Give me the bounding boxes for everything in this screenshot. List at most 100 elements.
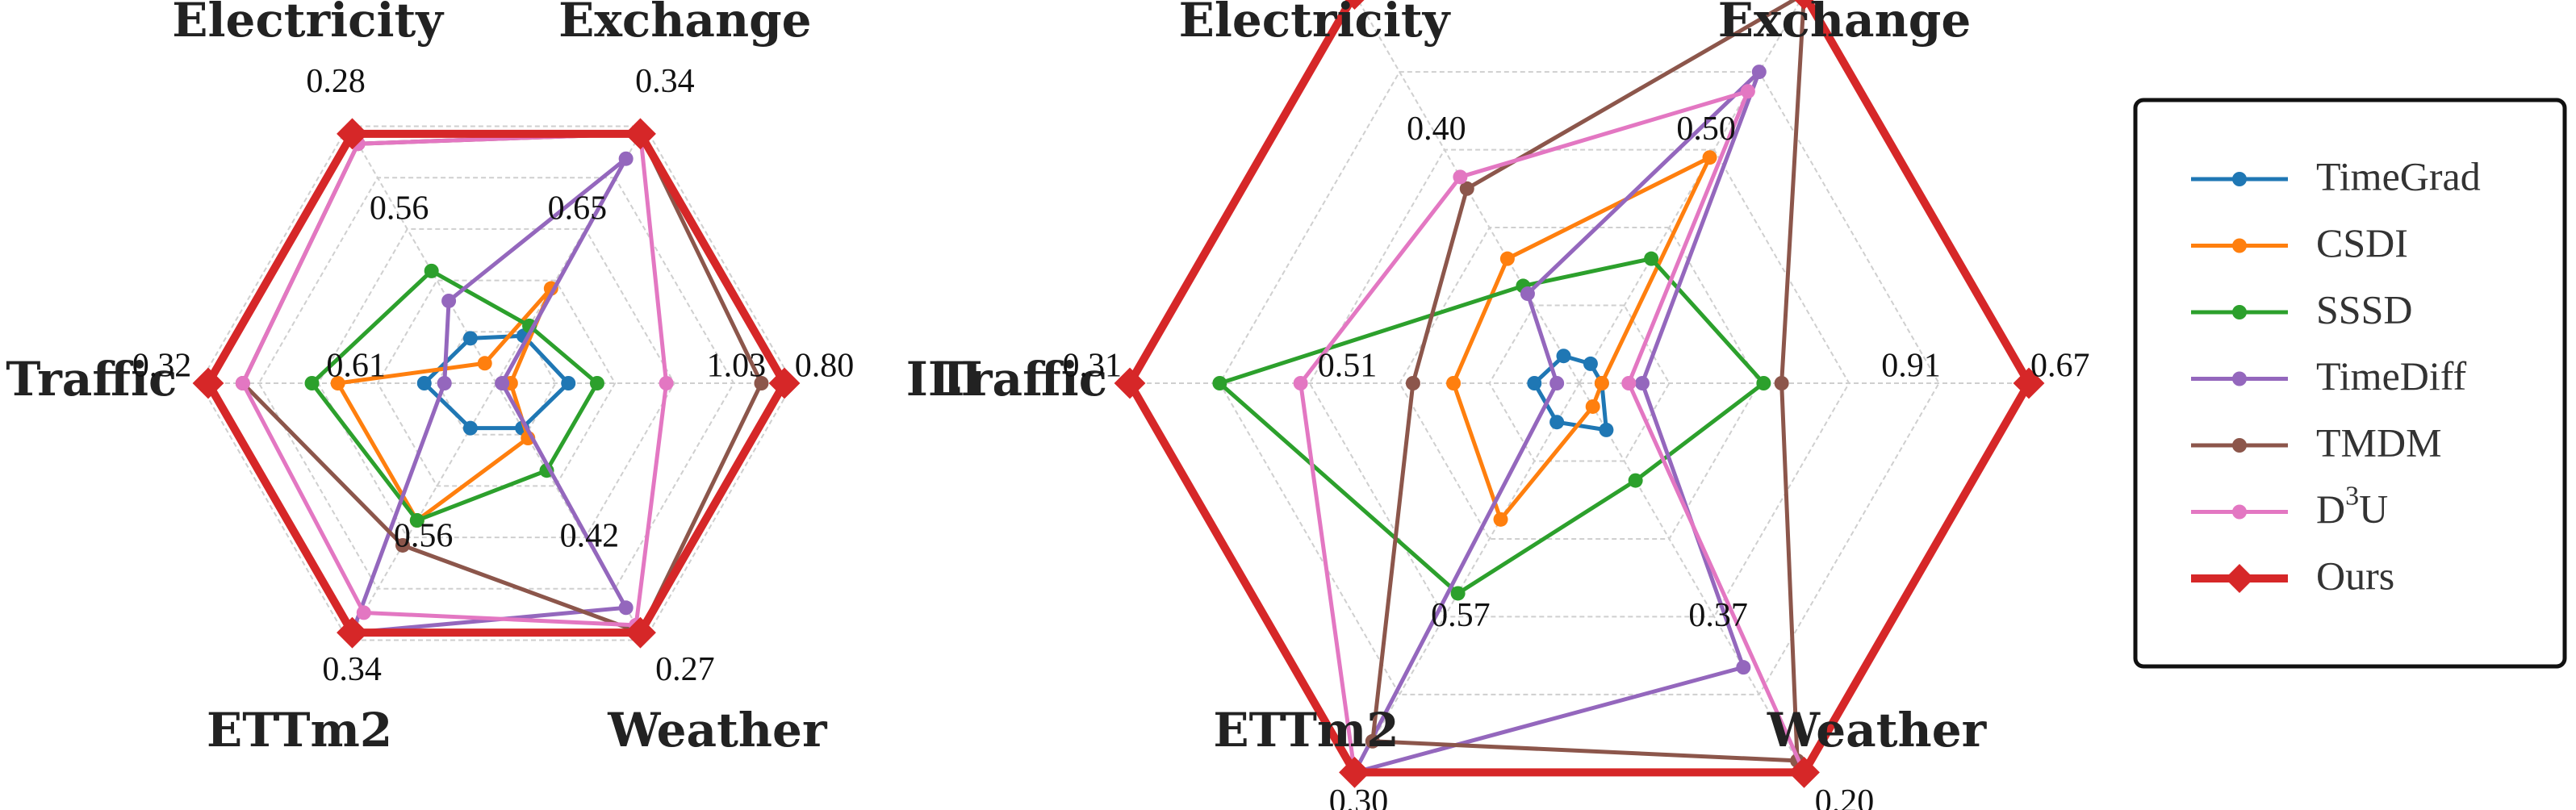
left-tick-max-exchange: 0.34 — [635, 63, 695, 100]
right-point-sssd-weather — [1628, 473, 1643, 488]
legend-label-sssd: SSSD — [2316, 286, 2413, 332]
legend-item-sssd: SSSD — [2191, 286, 2413, 332]
legend-label-timediff: TimeDiff — [2316, 353, 2467, 399]
right-point-d3u-traffic — [1293, 376, 1308, 390]
legend-marker-timediff — [2232, 371, 2247, 386]
right-point-csdi-electricity — [1499, 251, 1515, 266]
right-axis-label-electricity: Electricity — [1179, 0, 1452, 48]
left-point-tmdm-ili — [754, 376, 769, 390]
left-point-timegrad-electricity — [462, 331, 478, 346]
right-tick-max-ili: 0.67 — [2030, 348, 2090, 385]
left-axis-label-electricity: Electricity — [172, 0, 445, 48]
left-grid-ring — [376, 279, 617, 487]
left-point-sssd-electricity — [424, 263, 439, 278]
left-tick-mid-exchange: 0.65 — [548, 190, 608, 228]
right-tick-max-ettm2: 0.30 — [1329, 783, 1389, 810]
left-point-sssd-ettm2 — [409, 513, 424, 528]
legend-item-csdi: CSDI — [2191, 220, 2408, 265]
left-point-ours-traffic — [192, 367, 224, 399]
left-tick-max-electricity: 0.28 — [306, 63, 366, 100]
legend-item-timediff: TimeDiff — [2191, 353, 2467, 399]
right-point-csdi-ili — [1594, 376, 1609, 390]
right-point-csdi-weather — [1585, 399, 1600, 414]
legend-item-timegrad: TimeGrad — [2191, 153, 2481, 198]
legend-marker-ours — [2225, 564, 2254, 593]
right-point-sssd-ettm2 — [1450, 586, 1466, 601]
legend-marker-sssd — [2232, 305, 2247, 319]
right-point-csdi-exchange — [1702, 150, 1717, 165]
left-point-ours-exchange — [625, 118, 656, 150]
left-tick-mid-ettm2: 0.56 — [394, 518, 454, 555]
left-point-timediff-ili — [495, 376, 510, 390]
right-point-timediff-weather — [1736, 660, 1751, 675]
left-axis-label-traffic: Traffic — [6, 352, 177, 407]
legend-item-ours: Ours — [2191, 553, 2394, 598]
right-point-csdi-ettm2 — [1493, 511, 1508, 527]
left-point-ours-electricity — [337, 118, 368, 150]
left-point-sssd-ili — [589, 376, 604, 390]
legend-label-csdi: CSDI — [2316, 220, 2408, 265]
right-series-sssd — [1212, 251, 1771, 601]
right-point-sssd-exchange — [1644, 251, 1659, 266]
right-point-timediff-electricity — [1520, 286, 1535, 302]
left-tick-max-weather: 0.27 — [655, 651, 715, 688]
right-point-ours-traffic — [1114, 367, 1146, 399]
right-grid-spoke — [1579, 0, 1802, 384]
left-point-d3u-traffic — [235, 376, 250, 390]
left-point-timegrad-traffic — [416, 376, 432, 390]
left-point-timegrad-ettm2 — [462, 420, 478, 436]
right-point-ours-electricity — [1344, 0, 1365, 10]
left-point-d3u-ettm2 — [356, 605, 371, 620]
right-point-timegrad-electricity — [1556, 349, 1571, 364]
left-tick-mid-traffic: 0.61 — [326, 348, 386, 385]
right-series-csdi — [1446, 150, 1717, 527]
right-point-d3u-ili — [1621, 376, 1637, 390]
legend-item-d3u: D3U — [2191, 482, 2388, 532]
left-point-csdi-traffic — [330, 376, 345, 390]
left-tick-max-traffic: 0.32 — [132, 348, 192, 385]
right-point-timegrad-exchange — [1583, 356, 1598, 371]
left-point-ours-weather — [625, 616, 656, 649]
left-point-tmdm-ettm2 — [395, 537, 410, 553]
legend-label-tmdm: TMDM — [2316, 420, 2442, 465]
left-point-timediff-electricity — [441, 293, 457, 308]
legend-label-d3u: D3U — [2316, 482, 2388, 532]
right-point-tmdm-ili — [1774, 376, 1789, 390]
right-series-tmdm — [1365, 0, 1809, 768]
left-tick-mid-electricity: 0.56 — [370, 190, 429, 228]
right-point-ours-ettm2 — [1339, 756, 1370, 788]
right-series-timegrad — [1527, 349, 1614, 437]
right-grid-spoke — [1579, 382, 1805, 773]
right-tick-mid-weather: 0.37 — [1688, 597, 1748, 634]
right-point-csdi-traffic — [1446, 376, 1462, 390]
left-point-ours-ettm2 — [337, 616, 368, 649]
right-point-ours-weather — [1788, 756, 1820, 788]
right-series-line-ours — [1125, 0, 2034, 777]
left-point-sssd-traffic — [304, 376, 320, 390]
right-point-tmdm-traffic — [1405, 376, 1420, 390]
right-grid-spoke — [1357, 0, 1580, 384]
right-grid-spoke — [1353, 382, 1580, 773]
right-axis-label-exchange: Exchange — [1718, 0, 1971, 48]
left-series-ours — [192, 118, 801, 649]
right-axis-label-ettm2: ETTm2 — [1213, 703, 1399, 758]
legend-marker-d3u — [2232, 504, 2247, 520]
left-point-timediff-exchange — [618, 151, 634, 166]
left-axis-label-ili: ILI — [906, 352, 983, 407]
right-point-timegrad-traffic — [1527, 376, 1542, 390]
right-point-sssd-ili — [1756, 376, 1771, 390]
legend-label-timegrad: TimeGrad — [2316, 153, 2481, 198]
right-grid-ring — [1128, 0, 2030, 774]
legend-label-ours: Ours — [2316, 553, 2394, 598]
left-axis-label-ettm2: ETTm2 — [207, 703, 392, 758]
left-point-timegrad-ili — [561, 376, 576, 390]
right-tick-max-weather: 0.20 — [1815, 783, 1875, 810]
left-grid-spoke — [347, 126, 497, 384]
left-point-timediff-weather — [618, 600, 634, 616]
right-point-timediff-traffic — [1549, 376, 1565, 390]
right-point-timediff-ili — [1634, 376, 1650, 390]
left-point-csdi-electricity — [477, 356, 492, 371]
